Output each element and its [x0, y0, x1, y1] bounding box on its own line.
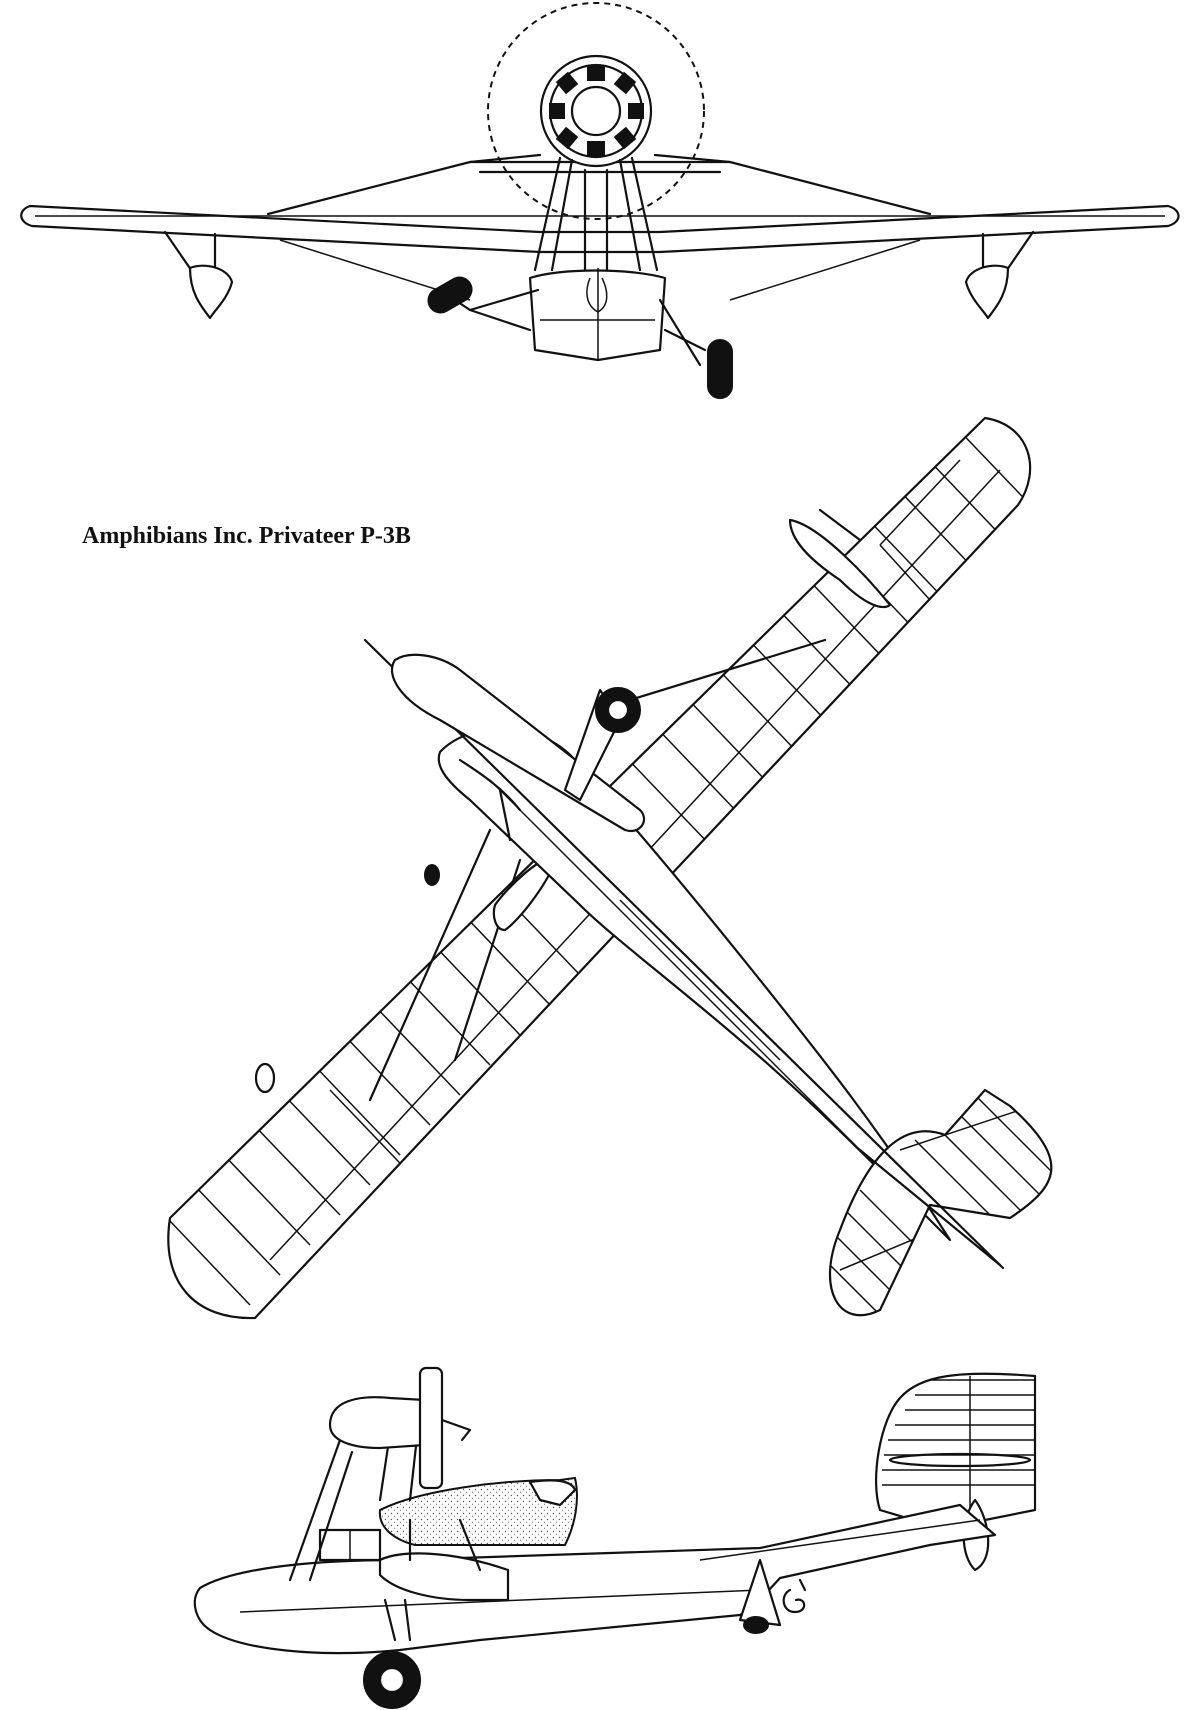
top-left-float: [492, 857, 557, 932]
left-float: [188, 264, 234, 320]
propeller-disc: [487, 2, 705, 220]
side-fin: [874, 1372, 1037, 1527]
side-propeller: [418, 1366, 444, 1490]
right-float: [964, 264, 1010, 320]
right-wheel: [707, 339, 733, 399]
engine-hub: [570, 85, 622, 137]
side-view: [193, 1366, 1037, 1709]
artist-signature: [782, 1578, 807, 1614]
front-wing: [20, 204, 1180, 254]
side-nacelle: [328, 1396, 427, 1450]
caption: Amphibians Inc. Privateer P-3B: [82, 523, 411, 549]
side-float: [378, 1552, 510, 1602]
top-right-float: [788, 518, 892, 608]
side-wing: [378, 1476, 578, 1546]
top-view: [167, 416, 1053, 1320]
left-wheel: [427, 276, 473, 314]
side-hull: [193, 1503, 997, 1655]
top-stabilizer: [829, 1088, 1053, 1317]
front-view: [20, 2, 1180, 399]
